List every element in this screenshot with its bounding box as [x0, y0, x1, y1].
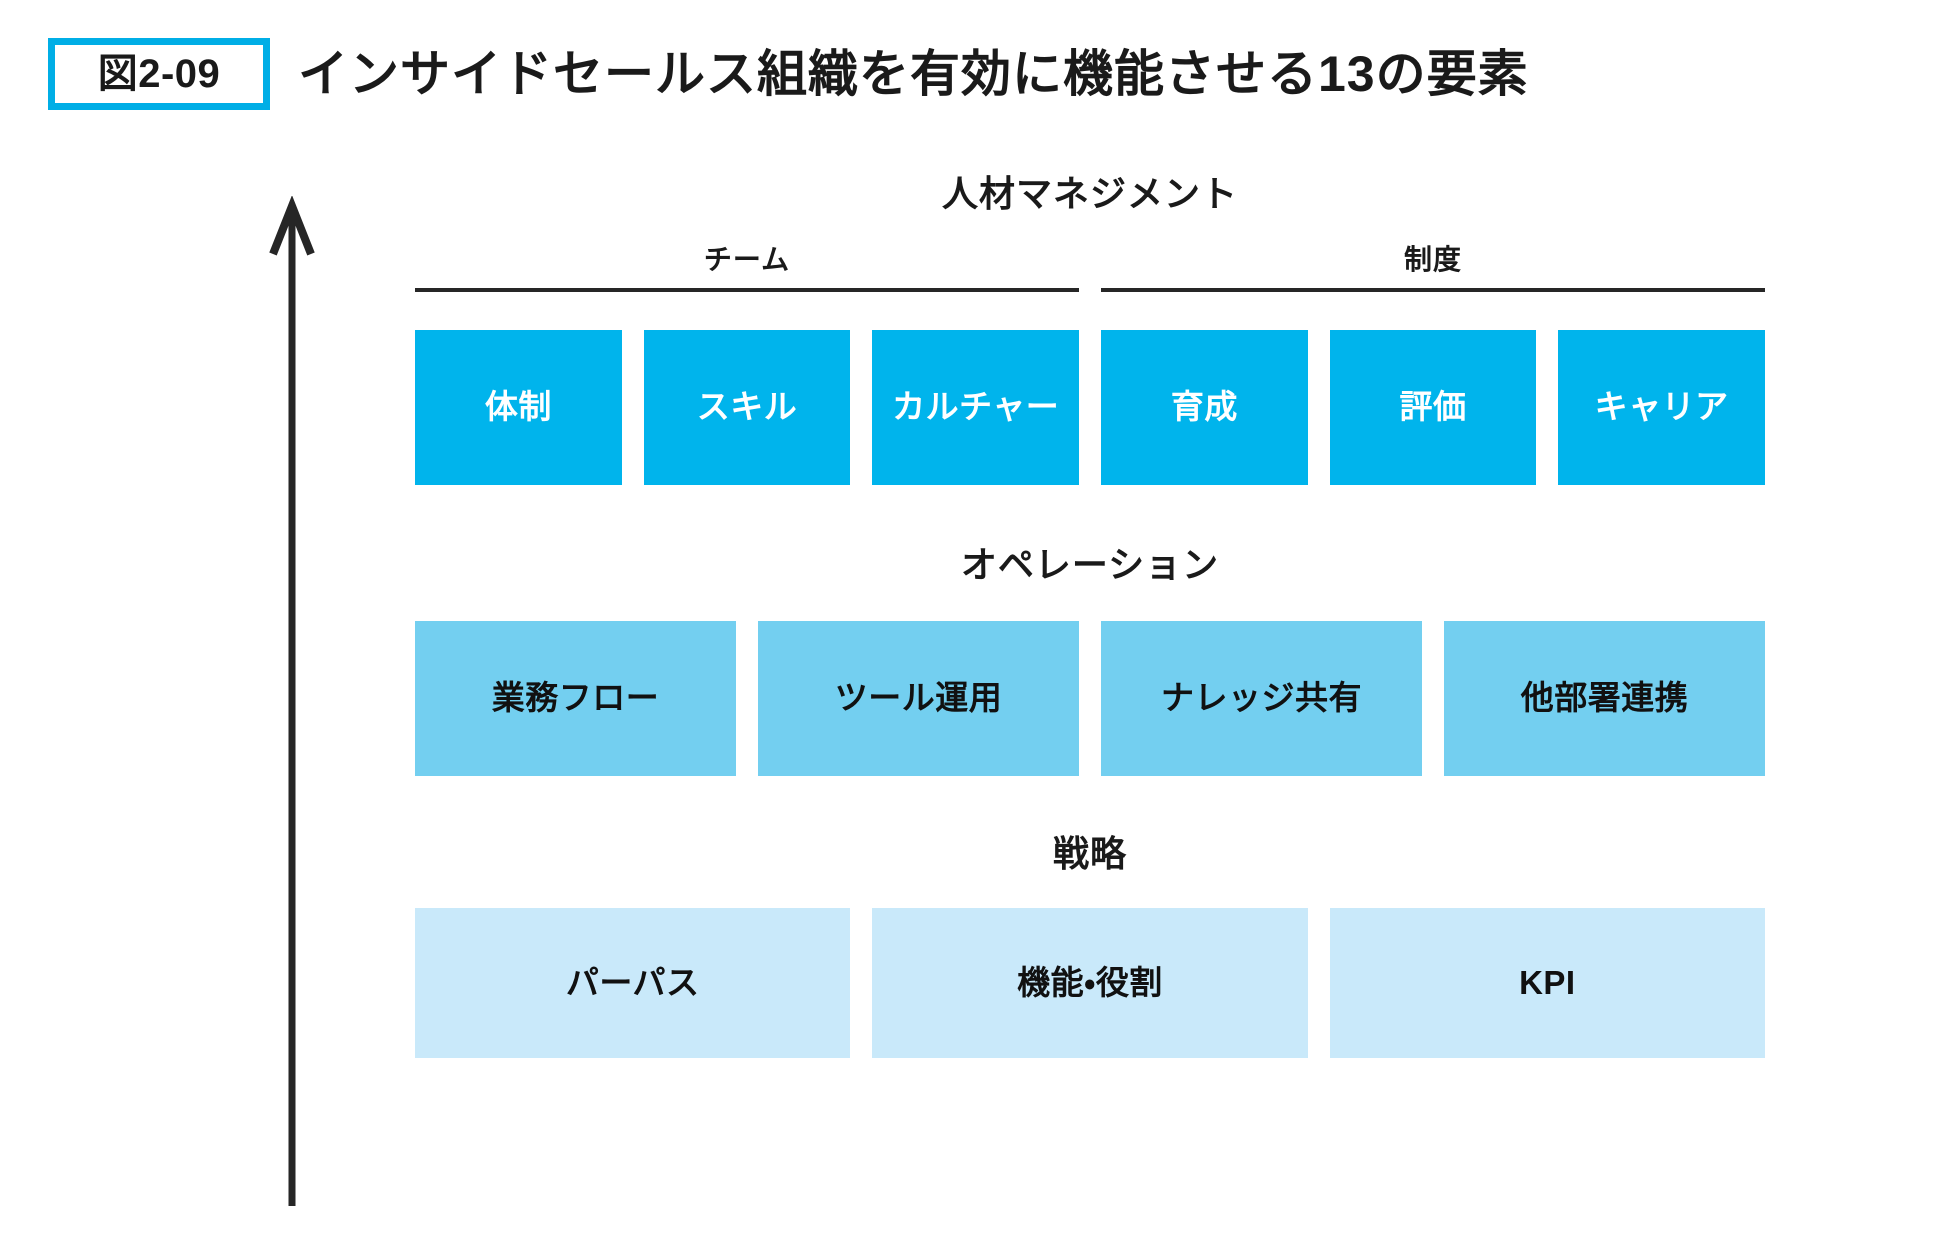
element-label: 他部署連携 — [1520, 679, 1689, 717]
group-team: チーム — [415, 246, 1079, 292]
element-box-tool-operation[interactable]: ツール運用 — [758, 621, 1079, 776]
element-box-skill[interactable]: スキル — [643, 330, 851, 485]
element-label: ツール運用 — [834, 679, 1003, 717]
element-label: 育成 — [1170, 388, 1238, 426]
tier-heading-operation: オペレーション — [960, 544, 1220, 585]
element-label: 評価 — [1399, 388, 1467, 426]
up-arrow-icon — [268, 195, 316, 1206]
box-group-system: 育成 評価 キャリア — [1101, 330, 1766, 485]
figure-number-badge: 図2-09 — [48, 38, 270, 110]
element-box-ikusei[interactable]: 育成 — [1101, 330, 1308, 485]
box-group-team: 体制 スキル カルチャー — [415, 330, 1080, 485]
element-label: キャリア — [1594, 388, 1729, 426]
element-label: パーパス — [565, 963, 700, 1001]
element-label: ナレッジ共有 — [1161, 679, 1362, 717]
element-box-career[interactable]: キャリア — [1558, 330, 1766, 485]
element-box-purpose[interactable]: パーパス — [415, 908, 851, 1058]
element-label: 機能・役割 — [1017, 963, 1163, 1001]
element-box-workflow[interactable]: 業務フロー — [415, 621, 736, 776]
figure-header: 図2-09 インサイドセールス組織を有効に機能させる13の要素 — [48, 32, 1529, 116]
element-box-taisei[interactable]: 体制 — [415, 330, 622, 485]
figure-number-label: 図2-09 — [97, 52, 221, 96]
tier-heading-hr-management: 人材マネジメント — [941, 173, 1238, 214]
tier-stack: 人材マネジメント チーム 制度 体制 スキル カルチャー — [415, 173, 1766, 1058]
figure-title: インサイドセールス組織を有効に機能させる13の要素 — [298, 46, 1529, 102]
element-box-kpi[interactable]: KPI — [1329, 908, 1765, 1058]
tier-row-strategy: パーパス 機能・役割 KPI — [415, 908, 1765, 1058]
element-label: KPI — [1519, 963, 1576, 1001]
group-system: 制度 — [1101, 246, 1765, 292]
element-label: カルチャー — [892, 388, 1060, 426]
element-label: スキル — [696, 388, 798, 426]
element-label: 業務フロー — [491, 679, 660, 717]
element-box-culture[interactable]: カルチャー — [872, 330, 1080, 485]
element-label: 体制 — [484, 388, 552, 426]
element-box-hyoka[interactable]: 評価 — [1329, 330, 1537, 485]
tier-row-operation: 業務フロー ツール運用 ナレッジ共有 他部署連携 — [415, 621, 1765, 776]
group-label-team: チーム — [703, 244, 791, 275]
group-rule-system — [1101, 288, 1765, 292]
element-box-cross-department[interactable]: 他部署連携 — [1444, 621, 1765, 776]
group-label-row: チーム 制度 — [415, 246, 1765, 292]
element-box-knowledge-sharing[interactable]: ナレッジ共有 — [1101, 621, 1422, 776]
group-label-system: 制度 — [1403, 244, 1462, 275]
tier-row-hr-management: 体制 スキル カルチャー 育成 評価 キャリア — [415, 330, 1766, 485]
tier-heading-strategy: 戦略 — [1052, 833, 1127, 874]
element-box-function-role[interactable]: 機能・役割 — [872, 908, 1308, 1058]
group-rule-team — [415, 288, 1079, 292]
